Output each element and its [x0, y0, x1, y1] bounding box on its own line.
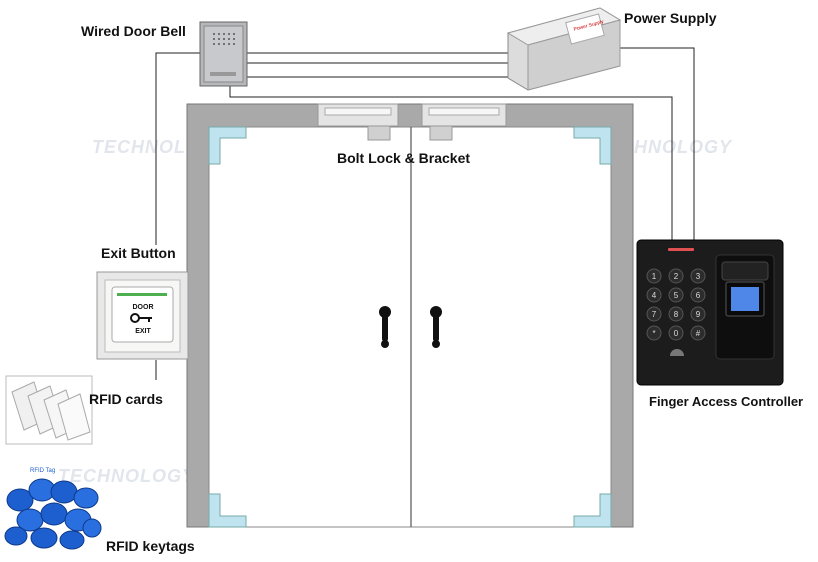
wire-bell-exit — [155, 52, 200, 245]
bell-icon — [670, 349, 684, 356]
keypad-key-label: 3 — [696, 272, 701, 281]
keypad-key-label: 8 — [674, 310, 679, 319]
keypad-key-label: 5 — [674, 291, 679, 300]
keypad-key — [690, 325, 706, 341]
finger-access-controller: 1 2 3 4 5 6 7 8 9 * 0 # — [636, 239, 784, 386]
keypad: 1 2 3 4 5 6 7 8 9 * 0 # — [646, 268, 706, 341]
keypad-key-label: 2 — [674, 272, 679, 281]
label-exit-button: Exit Button — [101, 245, 176, 261]
keypad-key — [646, 306, 662, 322]
label-power-supply: Power Supply — [624, 10, 717, 26]
door-frame — [186, 103, 634, 528]
bolt-bracket — [421, 103, 507, 141]
glass-corner — [208, 126, 247, 165]
keypad-key-label: # — [696, 329, 701, 338]
keypad-key-label: 9 — [696, 310, 701, 319]
keypad-key — [646, 325, 662, 341]
exit-plate-door-text: DOOR — [133, 304, 154, 311]
keypad-key — [690, 268, 706, 284]
keypad-key — [646, 268, 662, 284]
power-supply — [506, 7, 622, 91]
key-icon — [130, 313, 152, 323]
wiring — [155, 47, 695, 380]
keypad-key-label: 1 — [652, 272, 657, 281]
keypad-key-label: 4 — [652, 291, 657, 300]
watermark-text: TECHNOLOGY — [58, 466, 196, 486]
keypad-key — [690, 306, 706, 322]
label-wired-door-bell: Wired Door Bell — [81, 23, 186, 39]
door-handle-left — [379, 306, 391, 348]
keypad-key-label: * — [652, 329, 655, 338]
bolt-lock — [317, 103, 399, 141]
exit-plate-exit-text: EXIT — [135, 328, 151, 335]
frame-opening — [208, 126, 612, 528]
door-bell — [199, 21, 248, 87]
glass-corner — [573, 493, 612, 528]
keypad-key — [668, 268, 684, 284]
label-rfid-keytags: RFID keytags — [106, 538, 195, 554]
wire-bolt-controller — [229, 85, 673, 240]
door-handle-right — [430, 306, 442, 348]
exit-button — [96, 271, 189, 360]
keypad-key — [646, 287, 662, 303]
keypad-key — [668, 287, 684, 303]
keypad-key — [668, 325, 684, 341]
keypad-key — [690, 287, 706, 303]
fingerprint-sensor — [731, 287, 759, 311]
keypad-key-label: 6 — [696, 291, 701, 300]
keypad-key-label: 7 — [652, 310, 657, 319]
wire-power-controller — [615, 47, 695, 240]
glass-corner — [208, 493, 247, 528]
rfid-cards — [5, 375, 93, 445]
label-finger-access-controller: Finger Access Controller — [649, 394, 804, 409]
glass-corner — [573, 126, 612, 165]
rfid-tag-label: RFID Tag — [30, 468, 55, 474]
rfid-keytags — [4, 478, 102, 550]
label-bolt-lock-bracket: Bolt Lock & Bracket — [337, 150, 471, 166]
label-rfid-cards: RFID cards — [89, 391, 163, 407]
keypad-key — [668, 306, 684, 322]
keypad-key-label: 0 — [674, 329, 679, 338]
